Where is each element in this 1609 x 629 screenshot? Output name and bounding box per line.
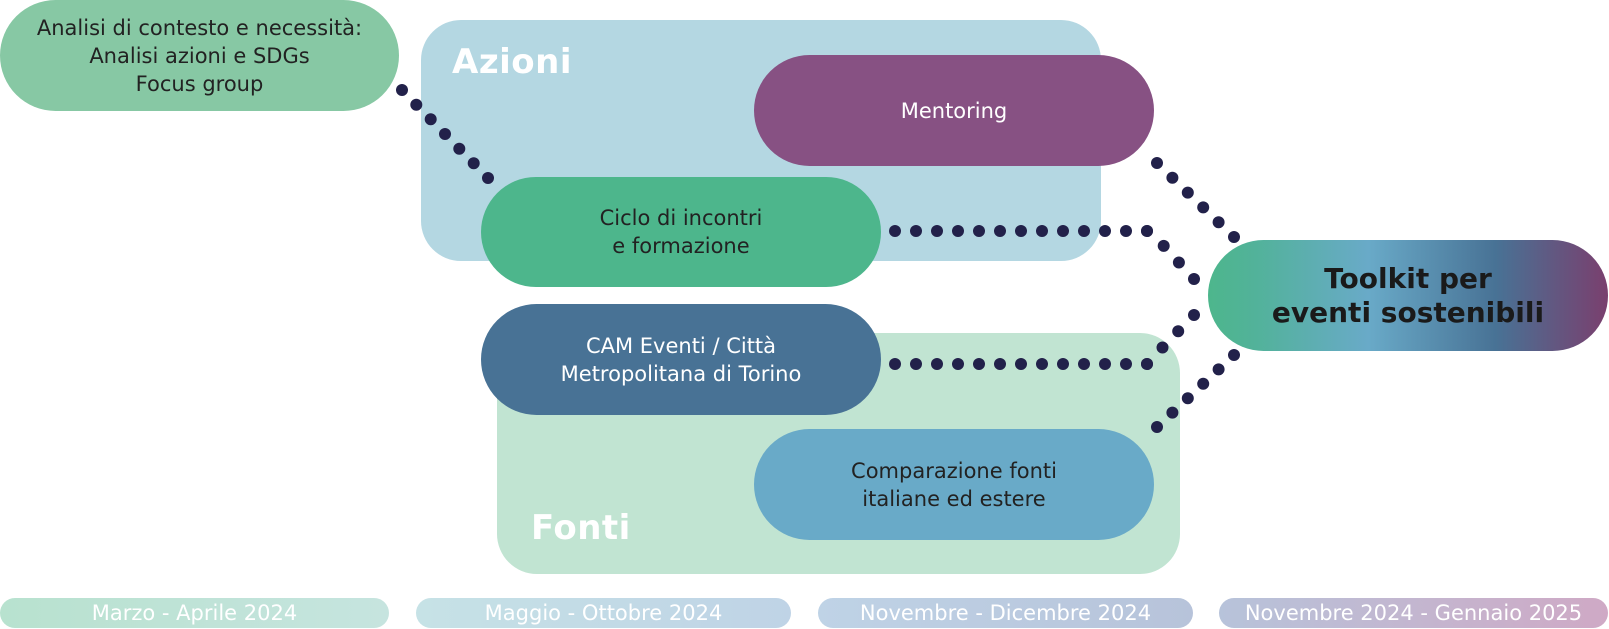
connector-dot xyxy=(1228,349,1240,361)
ciclo-incontri-node: Ciclo di incontri e formazione xyxy=(481,177,881,287)
cam-eventi-node: CAM Eventi / Città Metropolitana di Tori… xyxy=(481,304,881,415)
connector-dot xyxy=(1212,216,1225,229)
connector-dot xyxy=(467,157,480,170)
connector-cam-toolkit xyxy=(1141,309,1200,370)
connector-dot xyxy=(1078,358,1090,370)
connector-dot xyxy=(1156,341,1169,354)
context-analysis-node: Analisi di contesto e necessità: Analisi… xyxy=(0,0,399,111)
connector-dot xyxy=(1141,225,1153,237)
connector-dot xyxy=(1151,157,1163,169)
mentoring-node: Mentoring xyxy=(754,55,1154,166)
connector-dot xyxy=(1036,358,1048,370)
connector-dot xyxy=(1188,309,1200,321)
connector-dot xyxy=(910,225,922,237)
connector-dot xyxy=(1015,225,1027,237)
connector-dot xyxy=(439,128,451,140)
connector-dot xyxy=(952,358,964,370)
timeline-phase-1: Marzo - Aprile 2024 xyxy=(0,598,389,628)
connector-dot xyxy=(482,172,494,184)
connector-dot xyxy=(973,358,985,370)
toolkit-node: Toolkit per eventi sostenibili xyxy=(1208,240,1608,351)
connector-dot xyxy=(1166,406,1179,419)
connector-comparazione-toolkit xyxy=(1151,349,1240,433)
timeline-phase-4: Novembre 2024 - Gennaio 2025 xyxy=(1219,598,1608,628)
connector-dot xyxy=(1057,358,1069,370)
connector-dot xyxy=(1057,225,1069,237)
connector-dot xyxy=(1099,225,1111,237)
connector-dot xyxy=(1157,239,1170,252)
connector-dot xyxy=(1212,363,1225,376)
connector-mentoring-toolkit xyxy=(1151,157,1240,243)
connector-dot xyxy=(396,84,408,96)
connector-context-ciclo xyxy=(396,84,494,184)
connector-dot xyxy=(410,98,423,111)
connector-dot xyxy=(1172,256,1185,269)
connector-dot xyxy=(1166,171,1179,184)
connector-dot xyxy=(910,358,922,370)
connector-dot xyxy=(1172,325,1185,338)
connector-dot xyxy=(1036,225,1048,237)
comparazione-fonti-node: Comparazione fonti italiane ed estere xyxy=(754,429,1154,540)
connector-dot xyxy=(973,225,985,237)
azioni-group-title: Azioni xyxy=(452,42,572,82)
connector-dot xyxy=(1151,421,1163,433)
connector-cam-row xyxy=(889,358,1153,370)
connector-dot xyxy=(994,225,1006,237)
connector-dot xyxy=(889,225,901,237)
connector-ciclo-cam-row xyxy=(889,225,1153,237)
connector-dot xyxy=(1197,377,1210,390)
fonti-group-title: Fonti xyxy=(531,508,631,548)
connector-dot xyxy=(424,113,437,126)
connector-dot xyxy=(1141,358,1153,370)
connector-dot xyxy=(1188,273,1200,285)
connector-dot xyxy=(952,225,964,237)
connector-dot xyxy=(889,358,901,370)
timeline-phase-3: Novembre - Dicembre 2024 xyxy=(818,598,1193,628)
connector-dot xyxy=(931,225,943,237)
connector-dot xyxy=(1015,358,1027,370)
connector-ciclo-toolkit xyxy=(1141,225,1200,285)
connector-dot xyxy=(453,142,466,155)
connector-dot xyxy=(1181,392,1194,405)
connector-dot xyxy=(931,358,943,370)
connector-dot xyxy=(1228,231,1240,243)
connector-dot xyxy=(1120,225,1132,237)
connector-dot xyxy=(1120,358,1132,370)
connector-dot xyxy=(1099,358,1111,370)
connector-dot xyxy=(994,358,1006,370)
connector-dot xyxy=(1078,225,1090,237)
connector-dot xyxy=(1181,186,1194,199)
timeline-phase-2: Maggio - Ottobre 2024 xyxy=(416,598,791,628)
connector-dot xyxy=(1197,201,1210,214)
